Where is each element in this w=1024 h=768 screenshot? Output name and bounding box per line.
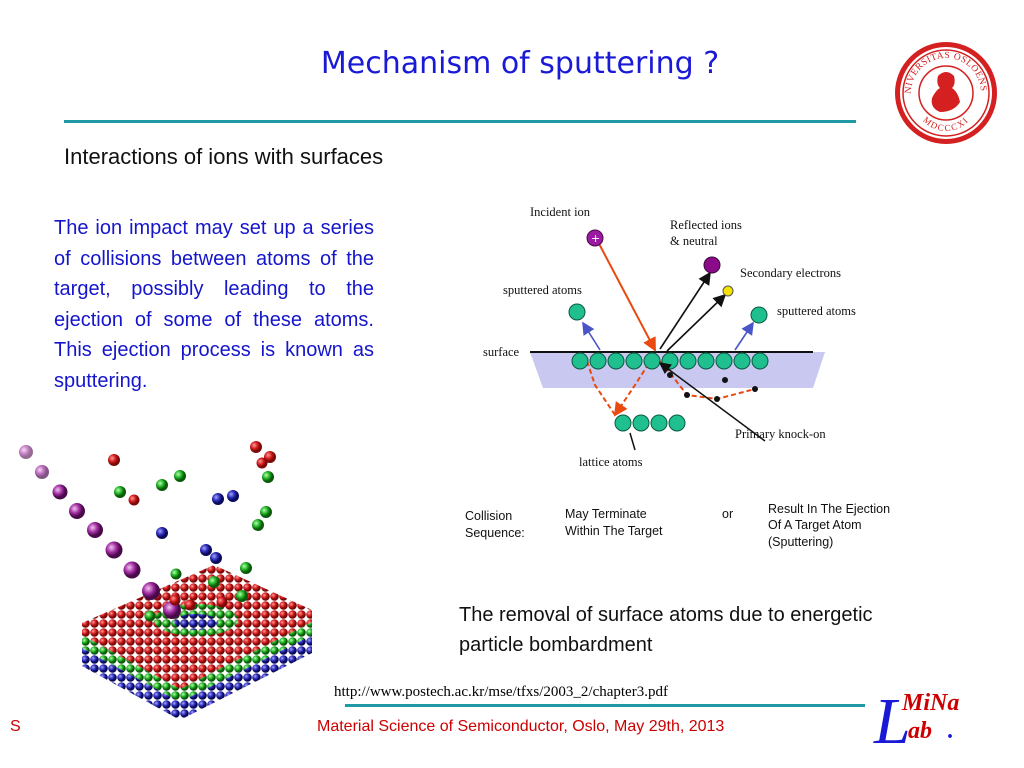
sputtering-illustration — [19, 441, 312, 720]
eject-line-2: Of A Target Atom — [768, 518, 862, 532]
label-surface: surface — [483, 345, 520, 359]
lattice-atoms — [614, 414, 686, 432]
reflected-ion — [703, 256, 721, 274]
footer-text: Material Science of Semiconductor, Oslo,… — [317, 718, 725, 735]
secondary-arrow — [666, 293, 727, 352]
sequence-label-2: Sequence: — [465, 526, 525, 540]
label-sputtered-right: sputtered atoms — [777, 304, 856, 318]
lattice-pointer — [629, 432, 636, 451]
terminate-line-1: May Terminate — [565, 507, 647, 521]
label-lattice-atoms: lattice atoms — [579, 455, 643, 469]
sputtered-left-arrow — [582, 321, 601, 351]
plus-icon: + — [591, 232, 600, 245]
logo-ab: ab — [908, 718, 932, 744]
body-paragraph: The ion impact may set up a series of co… — [54, 217, 374, 392]
eject-line-3: (Sputtering) — [768, 535, 833, 549]
reflected-arrow — [659, 271, 711, 350]
label-incident-ion: Incident ion — [530, 205, 591, 219]
surface-atoms — [571, 352, 769, 370]
incident-ion-path — [595, 237, 656, 352]
terminate-line-2: Within The Target — [565, 524, 663, 538]
label-sputtered-left: sputtered atoms — [503, 283, 582, 297]
footer-slide-fragment: S — [10, 718, 21, 735]
sputtered-atom-right — [750, 306, 768, 324]
eject-line-1: Result In The Ejection — [768, 502, 890, 516]
label-primary-knock-on: Primary knock-on — [735, 427, 826, 441]
cascade-return — [584, 354, 616, 416]
sequence-or: or — [722, 507, 733, 521]
slide-subtitle: Interactions of ions with surfaces — [64, 144, 384, 169]
sputtering-diagram: + Incident ion Reflected ions & neutral … — [465, 205, 890, 549]
incident-ion — [586, 229, 604, 247]
sputtered-right-arrow — [734, 321, 754, 351]
label-secondary-electrons: Secondary electrons — [740, 266, 841, 280]
footer-divider — [345, 704, 865, 707]
logo-letter-l: L — [874, 685, 911, 758]
figure-caption: The removal of surface atoms due to ener… — [459, 604, 873, 656]
knock-on-pointer — [658, 362, 766, 442]
label-reflected-2: & neutral — [670, 234, 718, 248]
sequence-label-1: Collision — [465, 509, 512, 523]
seal-figure-icon — [931, 72, 960, 112]
logo-dot: . — [947, 718, 953, 744]
label-reflected-1: Reflected ions — [670, 218, 742, 232]
mina-lab-logo: L MiNa ab . — [872, 685, 982, 758]
slide-title: Mechanism of sputtering ? — [320, 46, 720, 81]
source-url: http://www.postech.ac.kr/mse/tfxs/2003_2… — [334, 684, 668, 700]
title-divider — [64, 120, 856, 123]
university-seal: UNIVERSITAS OSLOENSIS MDCCCXI — [893, 40, 997, 144]
sputtered-atom-left — [568, 303, 586, 321]
logo-mina: MiNa — [902, 690, 960, 716]
secondary-electron — [722, 285, 734, 297]
